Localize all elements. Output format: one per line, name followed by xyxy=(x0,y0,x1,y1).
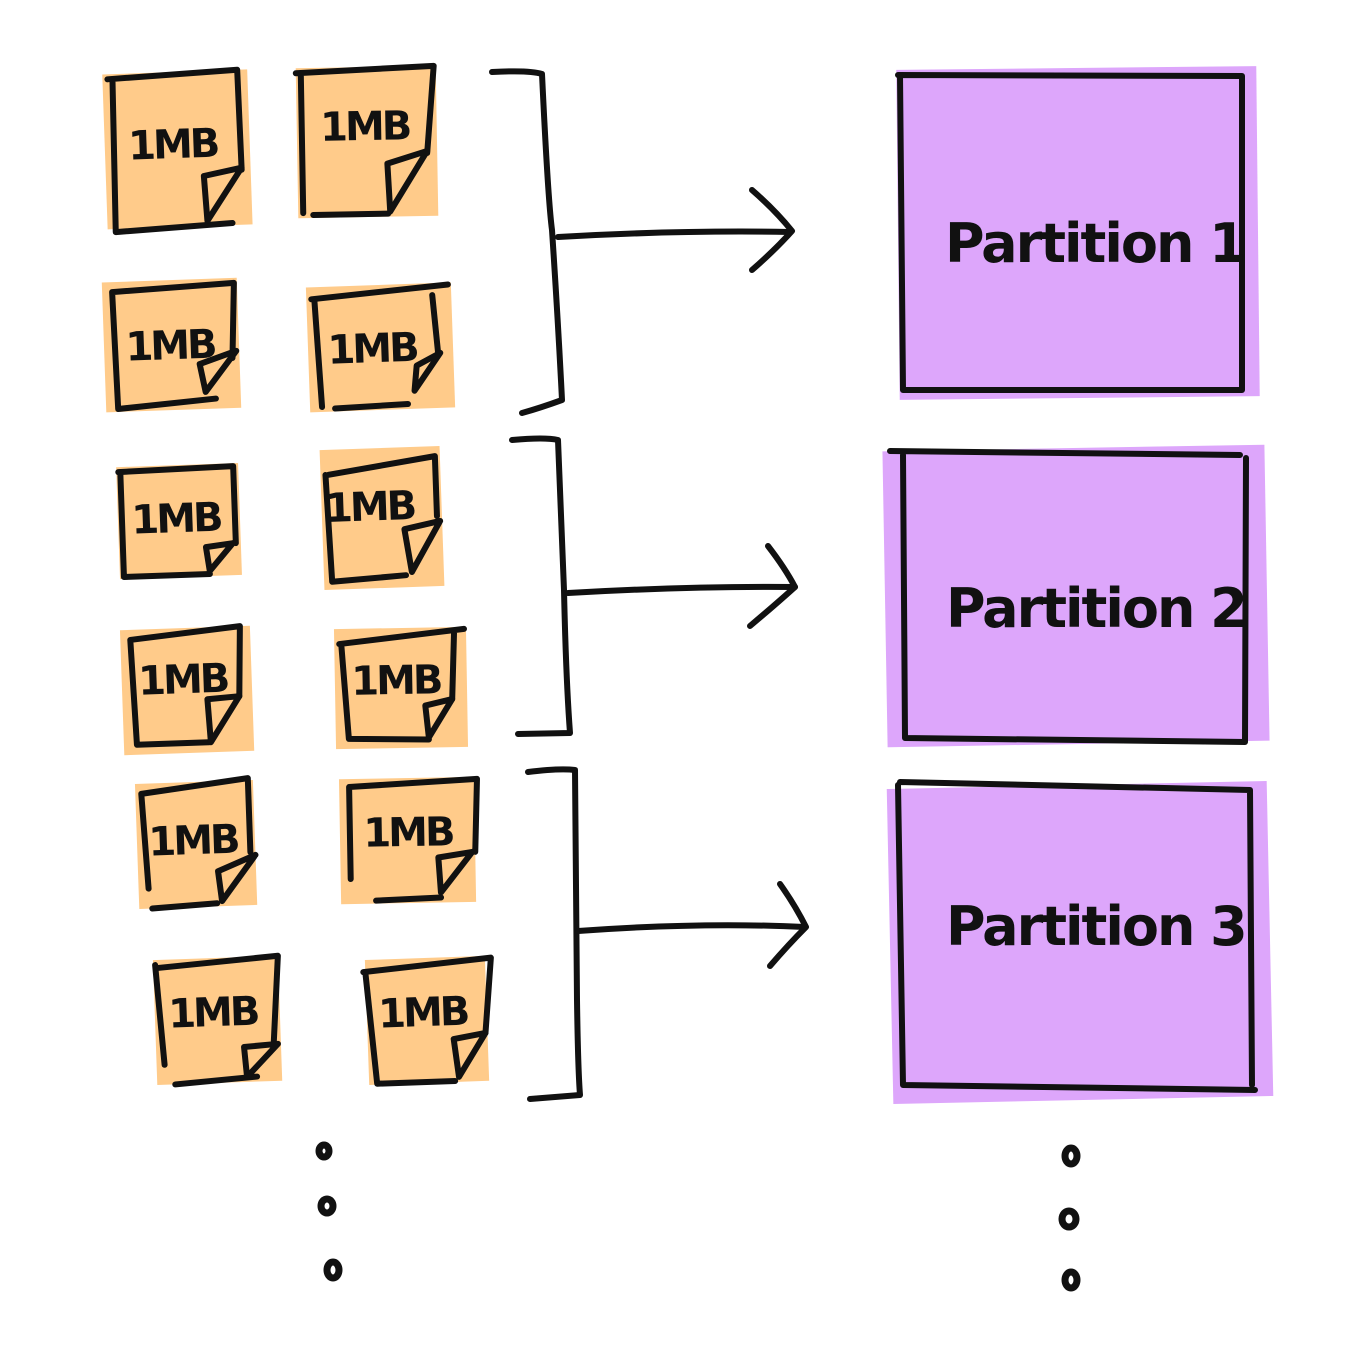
group-bracket xyxy=(509,435,573,737)
partition-label: Partition 3 xyxy=(946,895,1246,958)
file-label: 1MB xyxy=(377,989,468,1038)
file-label: 1MB xyxy=(320,103,410,151)
partition-block: Partition 2 xyxy=(882,444,1270,748)
file-label: 1MB xyxy=(167,989,258,1038)
arrow-right-icon xyxy=(555,187,795,273)
ellipsis-icon xyxy=(315,1141,343,1282)
group-bracket xyxy=(525,766,583,1102)
group-bracket xyxy=(489,68,565,416)
partition-block: Partition 1 xyxy=(895,66,1260,400)
file-label: 1MB xyxy=(131,495,222,544)
file-label: 1MB xyxy=(327,325,418,374)
file-icon: 1MB xyxy=(333,625,469,750)
file-icon: 1MB xyxy=(115,462,242,580)
file-label: 1MB xyxy=(351,657,441,705)
file-icon: 1MB xyxy=(152,952,283,1088)
partition-label: Partition 1 xyxy=(945,212,1245,275)
file-icon: 1MB xyxy=(319,445,445,591)
file-icon: 1MB xyxy=(305,281,456,413)
arrow-right-icon xyxy=(565,543,798,629)
file-label: 1MB xyxy=(363,809,453,857)
file-icon: 1MB xyxy=(102,66,253,236)
file-label: 1MB xyxy=(324,483,415,532)
partition-label: Partition 2 xyxy=(946,577,1246,640)
file-label: 1MB xyxy=(137,656,228,705)
file-icon: 1MB xyxy=(292,62,439,219)
file-icon: 1MB xyxy=(338,775,480,905)
file-label: 1MB xyxy=(127,121,218,170)
file-icon: 1MB xyxy=(119,623,255,756)
file-icon: 1MB xyxy=(360,954,494,1087)
ellipsis-icon xyxy=(1058,1144,1081,1292)
partition-block: Partition 3 xyxy=(886,779,1274,1104)
file-icon: 1MB xyxy=(134,775,259,912)
file-label: 1MB xyxy=(148,817,239,866)
arrow-right-icon xyxy=(575,881,809,969)
file-label: 1MB xyxy=(125,322,216,371)
file-icon: 1MB xyxy=(101,277,242,413)
